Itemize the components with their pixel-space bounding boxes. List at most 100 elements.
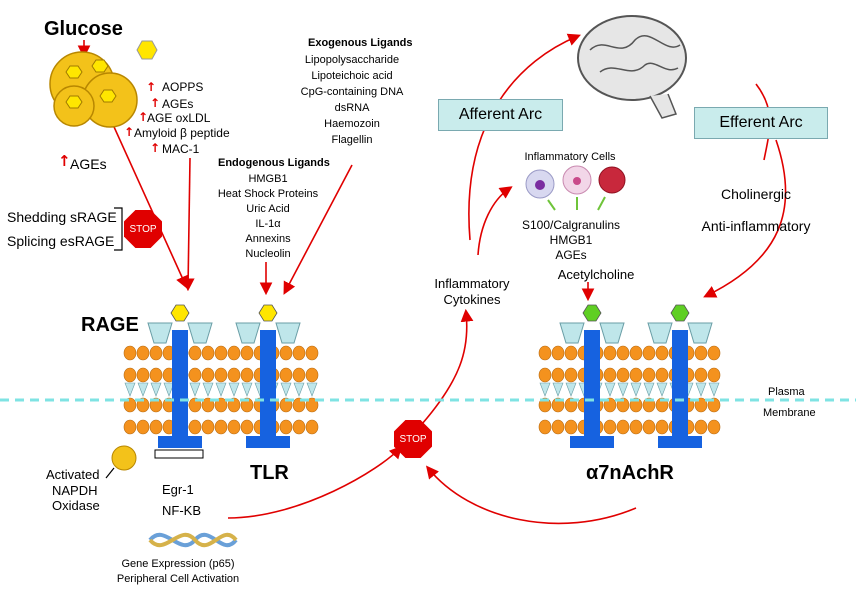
receptor-bar (584, 330, 600, 440)
ligand-hexagon-icon (582, 304, 602, 322)
arrow-cells-cytokines (477, 186, 513, 256)
endogenous-item: IL-1α (255, 218, 281, 230)
lipid-head-icon (538, 419, 552, 435)
ligand-hexagon-icon (258, 304, 278, 322)
antiinflammatory-label: Anti-inflammatory (701, 218, 811, 234)
lipid-head-icon (564, 419, 578, 435)
lipid-head-icon (123, 345, 137, 361)
lipid-tail-icon (643, 382, 655, 397)
lipid-head-icon (642, 419, 656, 435)
inflammatory-cytokines-line1: Inflammatory (434, 276, 510, 291)
cell-product: HMGB1 (549, 233, 593, 247)
lipid-head-icon (279, 367, 293, 383)
lipid-head-icon (655, 345, 669, 361)
splicing-label: Splicing esRAGE (7, 233, 115, 249)
exogenous-item: dsRNA (334, 102, 370, 114)
lipid-head-icon (214, 419, 228, 435)
lipid-head-icon (707, 419, 721, 435)
lipid-tail-icon (539, 382, 551, 397)
lipid-head-icon (629, 419, 643, 435)
glucose-item: MAC-1 (162, 142, 200, 156)
plasma-label: Plasma (768, 386, 805, 398)
lipid-head-icon (201, 345, 215, 361)
lipid-head-icon (292, 367, 306, 383)
lipid-head-icon (305, 419, 319, 435)
lipid-head-icon (551, 345, 565, 361)
lipid-head-icon (603, 367, 617, 383)
inflammatory-cells-icons (525, 165, 626, 211)
lipid-head-icon (149, 345, 163, 361)
egr1-label: Egr-1 (162, 482, 194, 497)
lipid-head-icon (707, 345, 721, 361)
membrane-label: Membrane (763, 407, 816, 419)
lipid-head-icon (616, 367, 630, 383)
lipid-head-icon (629, 345, 643, 361)
lipid-tail-icon (656, 382, 668, 397)
lipid-head-icon (188, 367, 202, 383)
receptor-domain (275, 322, 301, 344)
lipid-head-icon (616, 345, 630, 361)
receptor-domain (559, 322, 585, 344)
membranes (123, 304, 721, 459)
lipid-head-icon (149, 419, 163, 435)
lipid-head-icon (305, 345, 319, 361)
lipid-head-icon (629, 367, 643, 383)
arrow-glucose-rage (109, 117, 188, 289)
lipid-head-icon (240, 419, 254, 435)
lipid-head-icon (227, 345, 241, 361)
lipid-head-icon (655, 419, 669, 435)
exogenous-title: Exogenous Ligands (308, 37, 413, 49)
lipid-head-icon (240, 367, 254, 383)
acetylcholine-label: Acetylcholine (557, 267, 635, 282)
receptor-base (570, 436, 614, 448)
up-arrow-icon: ↑ (124, 125, 135, 139)
exogenous-item: Haemozoin (324, 118, 380, 130)
lipid-head-icon (188, 345, 202, 361)
lipid-head-icon (551, 367, 565, 383)
ages-label: AGEs (70, 156, 107, 172)
receptor-bar (172, 330, 188, 440)
lipid-tail-icon (280, 382, 292, 397)
lipid-head-icon (136, 367, 150, 383)
brain-icon (577, 15, 687, 119)
lipid-tail-icon (552, 382, 564, 397)
receptor-base (246, 436, 290, 448)
lipid-head-icon (123, 367, 137, 383)
lipid-head-icon (551, 419, 565, 435)
hexagon-icon (99, 89, 117, 103)
endogenous-title: Endogenous Ligands (218, 157, 330, 169)
lipid-tail-icon (163, 382, 175, 397)
lipid-head-icon (279, 419, 293, 435)
lipid-head-icon (564, 345, 578, 361)
nadph-label: NAPDH (52, 483, 98, 498)
lipid-tail-icon (565, 382, 577, 397)
oxidase-label: Oxidase (52, 498, 100, 513)
receptor-domain (687, 322, 713, 344)
receptor-domain (599, 322, 625, 344)
lipid-head-icon (305, 367, 319, 383)
glucose-title: Glucose (44, 18, 123, 40)
peripheral-label: Peripheral Cell Activation (116, 573, 240, 585)
gene-expression-label: Gene Expression (p65) (121, 558, 235, 570)
arrow-exogenous-tlr (283, 164, 353, 295)
cell-product: AGEs (555, 248, 587, 262)
lipid-head-icon (603, 345, 617, 361)
lipid-head-icon (227, 367, 241, 383)
exogenous-item: Lipopolysaccharide (304, 54, 400, 66)
lipid-head-icon (538, 367, 552, 383)
activated-label: Activated (46, 467, 100, 482)
lipid-tail-icon (202, 382, 214, 397)
receptor-base (658, 436, 702, 448)
efferent-arc-box: Efferent Arc (694, 107, 828, 139)
ligand-hexagon-icon (170, 304, 190, 322)
lipid-tail-icon (228, 382, 240, 397)
up-arrow-icon: ↑ (58, 152, 71, 170)
arrow-nfkb-stop (227, 445, 403, 519)
up-arrow-icon: ↑ (146, 80, 157, 94)
lipid-head-icon (292, 419, 306, 435)
glucose-item: AGE oxLDL (147, 111, 211, 125)
nfkb-label: NF-KB (162, 503, 201, 518)
lipid-head-icon (642, 367, 656, 383)
